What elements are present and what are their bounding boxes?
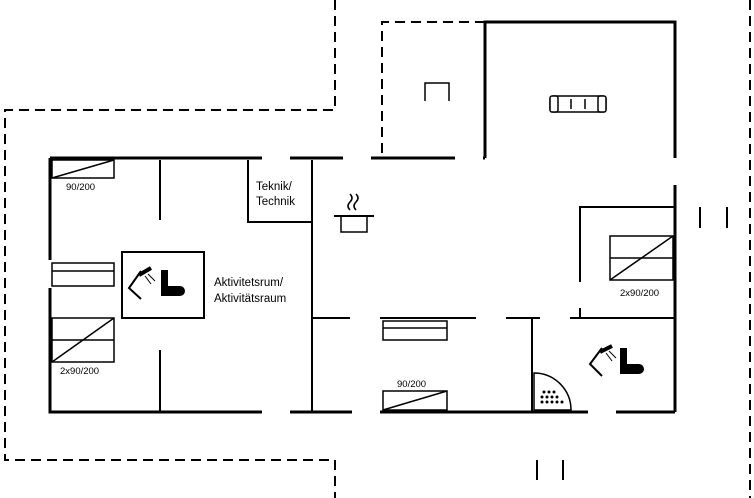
room-label-technik-line2: Technik <box>256 196 295 208</box>
exterior-walls <box>48 20 677 414</box>
bed-label-top-left: 90/200 <box>66 182 95 193</box>
bed-top-left <box>51 159 115 179</box>
toilet-icon <box>161 270 185 296</box>
room-label-technik-line1: Teknik/ <box>256 181 293 193</box>
interior-walls <box>121 160 675 412</box>
doors <box>350 282 583 321</box>
room-label-aktivitet-line1: Aktivitetsrum/ <box>214 277 284 289</box>
windows <box>47 155 616 415</box>
cooking-pot-icon <box>334 193 374 233</box>
shower-icon <box>127 266 156 300</box>
bed-bottom-left <box>51 262 115 363</box>
sofa-icon <box>549 95 607 113</box>
shower-icon <box>588 344 617 377</box>
bed-right <box>609 235 674 281</box>
bed-middle <box>382 320 448 411</box>
chair-icon <box>424 82 450 101</box>
terrace-outline <box>4 0 751 498</box>
bed-label-middle: 90/200 <box>397 379 426 390</box>
room-label-aktivitet-line2: Aktivitätsraum <box>214 293 286 305</box>
stove-icon <box>533 372 572 411</box>
wall-stubs <box>536 207 728 480</box>
toilet-icon <box>620 348 644 374</box>
bed-label-bottom-left: 2x90/200 <box>60 366 99 377</box>
bed-label-right: 2x90/200 <box>620 288 659 299</box>
